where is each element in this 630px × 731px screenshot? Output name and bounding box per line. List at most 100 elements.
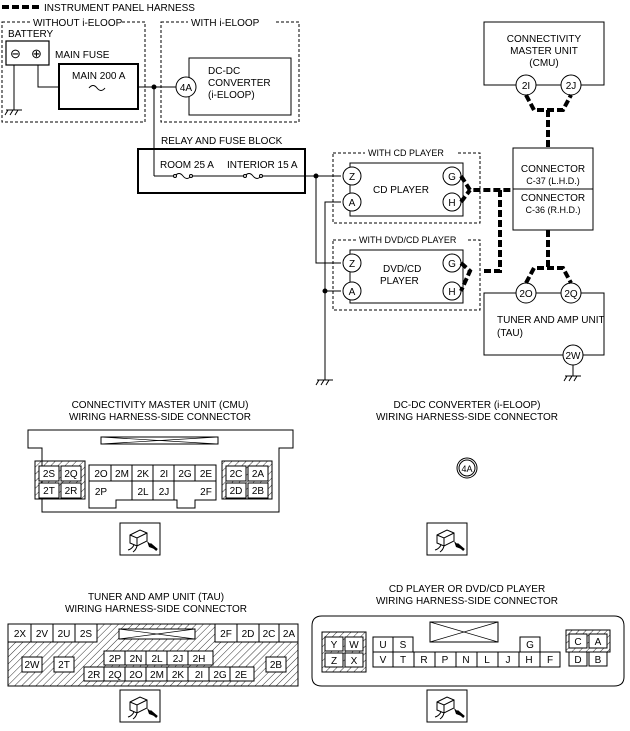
svg-text:P: P — [442, 655, 449, 666]
cmu-line1: CONNECTIVITY — [507, 34, 582, 45]
svg-text:2V: 2V — [36, 629, 49, 640]
svg-text:CONNECTOR: CONNECTOR — [521, 164, 585, 175]
cd-pin-a: A — [349, 198, 356, 209]
relay-label: RELAY AND FUSE BLOCK — [161, 136, 283, 147]
svg-text:Z: Z — [331, 656, 337, 667]
room-fuse: ROOM 25 A — [160, 160, 214, 171]
cmu-box: CONNECTIVITY MASTER UNIT (CMU) 2I 2J — [483, 21, 605, 96]
dvd-pin-g: G — [448, 259, 456, 270]
svg-text:2W: 2W — [25, 660, 41, 671]
svg-text:2B: 2B — [270, 660, 283, 671]
main-fuse-value: MAIN 200 A — [72, 71, 126, 82]
svg-text:2Q: 2Q — [64, 469, 78, 480]
svg-text:CD PLAYER OR DVD/CD PLAYER: CD PLAYER OR DVD/CD PLAYER — [389, 584, 545, 595]
tau-pin-2w: 2W — [566, 351, 582, 362]
svg-text:2R: 2R — [65, 486, 78, 497]
svg-text:2S: 2S — [43, 469, 56, 480]
svg-text:WITH DVD/CD PLAYER: WITH DVD/CD PLAYER — [359, 235, 457, 245]
tau-line2: (TAU) — [497, 328, 523, 339]
svg-text:2D: 2D — [242, 629, 255, 640]
legend-label: INSTRUMENT PANEL HARNESS — [44, 3, 195, 14]
cd-pin-h: H — [448, 198, 455, 209]
connector-view-icon — [119, 689, 161, 723]
player-wiring — [313, 173, 341, 386]
group-label: WITHOUT i-ELOOP — [33, 18, 123, 29]
group-label: WITH i-ELOOP — [191, 18, 260, 29]
svg-text:2L: 2L — [151, 654, 163, 665]
svg-text:D: D — [574, 655, 581, 666]
cd-player-label: CD PLAYER — [373, 185, 429, 196]
cd-pin-z: Z — [349, 172, 355, 183]
svg-text:C-36 (R.H.D.): C-36 (R.H.D.) — [525, 205, 580, 215]
cmu-connector: CONNECTIVITY MASTER UNIT (CMU) WIRING HA… — [27, 400, 294, 513]
svg-text:F: F — [547, 655, 553, 666]
svg-text:L: L — [484, 655, 490, 666]
dcdc-connector-pin: 4A — [461, 464, 472, 474]
dcdc-line1: DC-DC — [208, 66, 240, 77]
battery-label: BATTERY — [8, 29, 54, 40]
cmu-line3: (CMU) — [529, 58, 558, 69]
svg-text:2G: 2G — [178, 469, 192, 480]
battery-minus: ⊖ — [10, 46, 21, 61]
dcdc-line3: (i-ELOOP) — [208, 90, 255, 101]
svg-text:J: J — [506, 655, 511, 666]
svg-text:2M: 2M — [115, 469, 129, 480]
svg-text:2T: 2T — [58, 660, 70, 671]
svg-text:2O: 2O — [129, 670, 143, 681]
dvd-line2: PLAYER — [380, 276, 419, 287]
svg-text:2B: 2B — [252, 486, 265, 497]
svg-text:2A: 2A — [283, 629, 296, 640]
connector-view-icon — [426, 522, 468, 556]
svg-text:2Q: 2Q — [108, 670, 122, 681]
svg-text:2P: 2P — [95, 487, 108, 498]
tau-pin-2o: 2O — [519, 289, 533, 300]
svg-text:2R: 2R — [88, 670, 101, 681]
svg-text:G: G — [526, 640, 534, 651]
legend: INSTRUMENT PANEL HARNESS — [2, 3, 195, 14]
dcdc-line2: CONVERTER — [208, 78, 271, 89]
svg-text:A: A — [595, 637, 602, 648]
svg-text:S: S — [400, 640, 407, 651]
group-without-ieloop: WITHOUT i-ELOOP BATTERY ⊖ ⊕ MAIN FUSE MA… — [1, 16, 146, 123]
svg-text:2F: 2F — [220, 629, 232, 640]
svg-text:2P: 2P — [109, 654, 122, 665]
svg-text:2H: 2H — [193, 654, 206, 665]
dvd-pin-h: H — [448, 287, 455, 298]
battery-plus: ⊕ — [31, 46, 42, 61]
svg-text:X: X — [351, 656, 358, 667]
cd-connector-cells: Y W Z X U S G V T R P N L J H F C A D B — [324, 633, 608, 668]
cd-pin-g: G — [448, 172, 456, 183]
svg-text:2I: 2I — [160, 469, 168, 480]
svg-text:R: R — [420, 655, 427, 666]
svg-text:2G: 2G — [213, 670, 227, 681]
svg-text:B: B — [595, 655, 602, 666]
svg-text:4A: 4A — [180, 83, 193, 94]
svg-text:2F: 2F — [200, 487, 212, 498]
dvd-pin-a: A — [349, 287, 356, 298]
svg-text:DC-DC CONVERTER (i-ELOOP): DC-DC CONVERTER (i-ELOOP) — [393, 400, 540, 411]
svg-text:2N: 2N — [130, 654, 143, 665]
svg-text:WIRING HARNESS-SIDE CONNECTOR: WIRING HARNESS-SIDE CONNECTOR — [376, 596, 558, 607]
svg-text:2U: 2U — [58, 629, 71, 640]
tau-connector: TUNER AND AMP UNIT (TAU) WIRING HARNESS-… — [7, 592, 299, 687]
svg-text:2C: 2C — [263, 629, 276, 640]
svg-text:CONNECTIVITY MASTER UNIT (CMU): CONNECTIVITY MASTER UNIT (CMU) — [72, 400, 249, 411]
svg-text:2A: 2A — [252, 469, 265, 480]
svg-text:V: V — [380, 655, 387, 666]
svg-text:2K: 2K — [172, 670, 185, 681]
connector-view-icon — [426, 689, 468, 723]
svg-text:TUNER AND AMP UNIT (TAU): TUNER AND AMP UNIT (TAU) — [88, 592, 224, 603]
svg-text:2J: 2J — [173, 654, 184, 665]
svg-text:2E: 2E — [235, 670, 248, 681]
connector-box: CONNECTOR C-37 (L.H.D.) CONNECTOR C-36 (… — [512, 147, 594, 231]
svg-text:CONNECTOR: CONNECTOR — [521, 193, 585, 204]
svg-text:2T: 2T — [43, 486, 55, 497]
tau-box: TUNER AND AMP UNIT (TAU) 2O 2Q 2W — [483, 282, 605, 382]
svg-text:2J: 2J — [159, 487, 170, 498]
svg-text:WIRING HARNESS-SIDE CONNECTOR: WIRING HARNESS-SIDE CONNECTOR — [65, 604, 247, 615]
tau-pin-2q: 2Q — [564, 289, 578, 300]
svg-text:2K: 2K — [137, 469, 150, 480]
relay-fuse-block: RELAY AND FUSE BLOCK ROOM 25 A INTERIOR … — [137, 136, 341, 194]
dvd-pin-z: Z — [349, 259, 355, 270]
group-with-cd-player: WITH CD PLAYER CD PLAYER Z A G H — [332, 147, 481, 224]
